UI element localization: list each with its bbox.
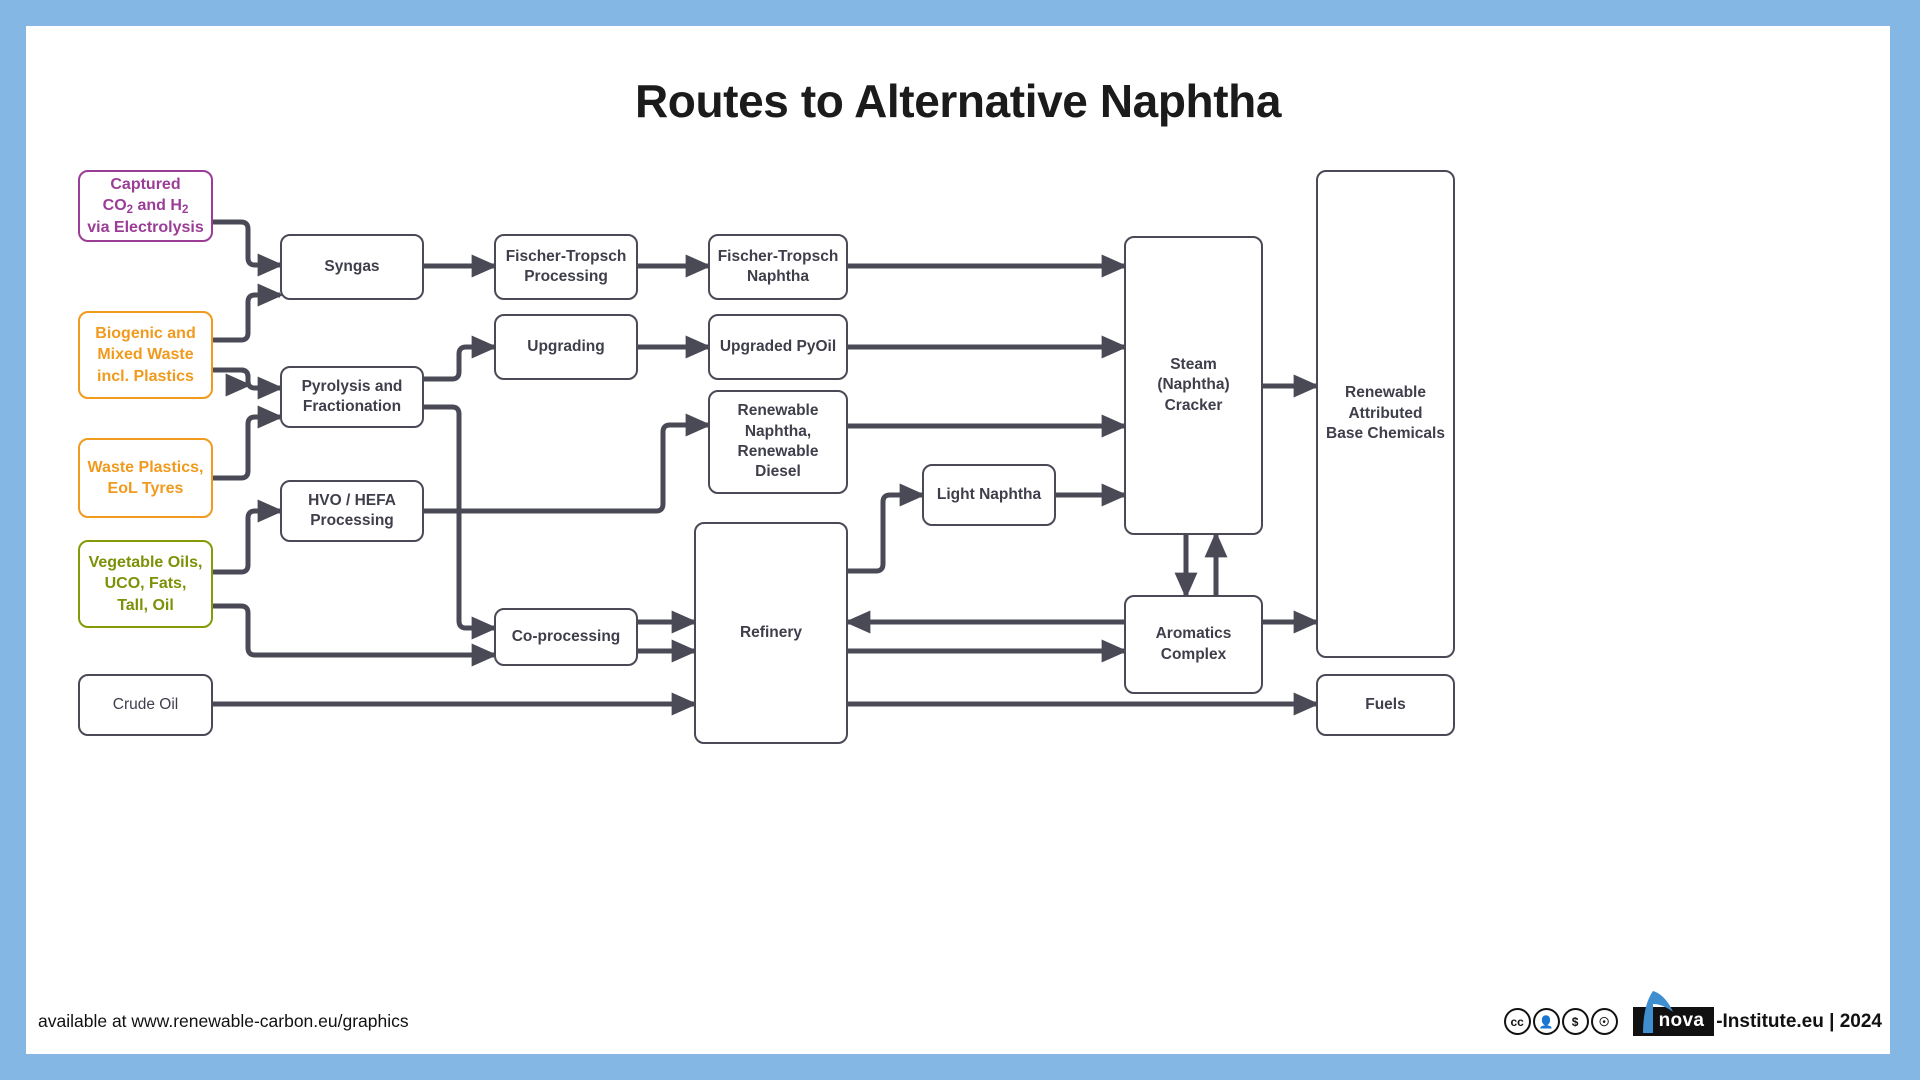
footer-attribution: cc 👤 $ ☉ nova -Institute.eu | 2024 [1503, 991, 1882, 1036]
node-upgrading[interactable]: Upgrading [494, 314, 638, 380]
creative-commons-icons: cc 👤 $ ☉ [1503, 1008, 1618, 1035]
node-crude-oil[interactable]: Crude Oil [78, 674, 213, 736]
nova-swoosh-icon [1642, 991, 1673, 1033]
node-light-naphtha[interactable]: Light Naphtha [922, 464, 1056, 526]
node-renewable-attributed-base-chemicals[interactable]: Renewable Attributed Base Chemicals [1316, 170, 1455, 658]
node-steam-naphtha-cracker[interactable]: Steam (Naphtha) Cracker [1124, 236, 1263, 535]
node-upgraded-pyoil[interactable]: Upgraded PyOil [708, 314, 848, 380]
cc-nd-icon: ☉ [1590, 1008, 1618, 1035]
cc-by-icon: 👤 [1532, 1008, 1560, 1035]
node-co-processing[interactable]: Co-processing [494, 608, 638, 666]
node-renewable-naphtha-diesel[interactable]: Renewable Naphtha, Renewable Diesel [708, 390, 848, 494]
node-fischer-tropsch-processing[interactable]: Fischer-Tropsch Processing [494, 234, 638, 300]
node-syngas[interactable]: Syngas [280, 234, 424, 300]
diagram-canvas: Routes to Alternative Naphtha [26, 26, 1890, 1054]
cc-icon: cc [1503, 1008, 1531, 1035]
cc-nc-icon: $ [1561, 1008, 1589, 1035]
footer-availability: available at www.renewable-carbon.eu/gra… [38, 1011, 409, 1031]
node-vegetable-oils[interactable]: Vegetable Oils, UCO, Fats, Tall, Oil [78, 540, 213, 628]
node-fuels[interactable]: Fuels [1316, 674, 1455, 736]
node-biogenic-waste[interactable]: Biogenic and Mixed Waste incl. Plastics [78, 311, 213, 399]
nova-logo: nova -Institute.eu | 2024 [1632, 991, 1882, 1036]
node-waste-plastics[interactable]: Waste Plastics, EoL Tyres [78, 438, 213, 518]
page-title: Routes to Alternative Naphtha [634, 75, 1282, 127]
node-hvo-hefa-processing[interactable]: HVO / HEFA Processing [280, 480, 424, 542]
node-pyrolysis-fractionation[interactable]: Pyrolysis and Fractionation [280, 366, 424, 428]
nova-institute-suffix: -Institute.eu | 2024 [1716, 1010, 1882, 1032]
node-refinery[interactable]: Refinery [694, 522, 848, 744]
node-fischer-tropsch-naphtha[interactable]: Fischer-Tropsch Naphtha [708, 234, 848, 300]
node-aromatics-complex[interactable]: Aromatics Complex [1124, 595, 1263, 694]
